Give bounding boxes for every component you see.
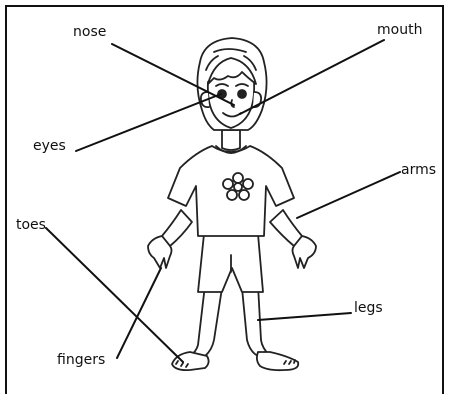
label-toes: toes xyxy=(16,217,46,233)
leader-line-legs xyxy=(258,313,351,320)
left-leg xyxy=(190,285,222,356)
label-legs: legs xyxy=(354,300,383,316)
right-leg xyxy=(242,285,270,356)
right-foot xyxy=(257,352,298,370)
label-arms: arms xyxy=(401,162,436,178)
label-nose: nose xyxy=(73,24,106,40)
leader-line-eyes xyxy=(76,94,221,151)
leader-line-fingers xyxy=(117,268,161,358)
right-eye xyxy=(238,90,246,98)
label-mouth: mouth xyxy=(377,22,422,38)
label-eyes: eyes xyxy=(33,138,66,154)
label-fingers: fingers xyxy=(57,352,105,368)
leader-line-arms xyxy=(297,172,400,218)
neck xyxy=(222,130,240,150)
